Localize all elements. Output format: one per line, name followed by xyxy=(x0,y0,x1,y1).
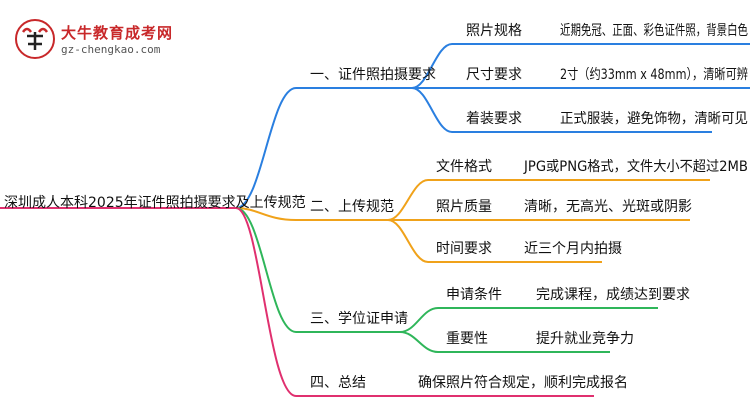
leaf-1-2-detail: 2寸（约33mm x 48mm），清晰可辨 xyxy=(560,67,748,83)
leaf-2-2-detail: 清晰，无高光、光斑或阴影 xyxy=(524,199,692,215)
leaf-2-2-label: 照片质量 xyxy=(436,199,492,215)
leaf-connector-1-3 xyxy=(411,87,520,133)
leaf-3-2-label: 重要性 xyxy=(446,331,488,347)
leaf-connector-3-2 xyxy=(399,331,524,353)
leaf-1-1-detail: 近期免冠、正面、彩色证件照，背景白色 xyxy=(560,23,748,39)
leaf-1-1-label: 照片规格 xyxy=(466,23,522,39)
branch-2-label: 二、上传规范 xyxy=(310,199,394,215)
leaf-2-1-detail: JPG或PNG格式，文件大小不超过2MB xyxy=(524,159,748,175)
leaf-connector-1-1 xyxy=(411,43,520,89)
leaf-2-3-detail: 近三个月内拍摄 xyxy=(524,241,622,257)
mindmap-root: 深圳成人本科2025年证件照拍摄要求及上传规范 xyxy=(4,195,306,211)
logo-title: 大牛教育成考网 xyxy=(61,24,174,42)
branch-4-detail: 确保照片符合规定，顺利完成报名 xyxy=(418,375,628,391)
leaf-2-1-label: 文件格式 xyxy=(436,159,492,175)
branch-connector-2 xyxy=(235,207,388,221)
leaf-3-1-label: 申请条件 xyxy=(446,287,502,303)
leaf-1-3-detail: 正式服装，避免饰物，清晰可见 xyxy=(560,111,748,127)
bull-logo-icon xyxy=(15,19,55,59)
branch-1-label: 一、证件照拍摄要求 xyxy=(310,67,436,83)
branch-3-label: 三、学位证申请 xyxy=(310,311,408,327)
logo-url: gz-chengkao.com xyxy=(61,43,161,56)
leaf-3-2-detail: 提升就业竞争力 xyxy=(536,331,634,347)
leaf-2-3-label: 时间要求 xyxy=(436,241,492,257)
leaf-connector-2-3 xyxy=(387,219,506,263)
leaf-3-1-detail: 完成课程，成绩达到要求 xyxy=(536,287,690,303)
branch-connector-4 xyxy=(235,207,594,397)
leaf-1-3-label: 着装要求 xyxy=(466,111,522,127)
branch-connector-3 xyxy=(235,207,400,333)
branch-4-label: 四、总结 xyxy=(310,375,366,391)
site-logo[interactable]: 大牛教育成考网 gz-chengkao.com xyxy=(6,10,206,60)
branch-connector-1 xyxy=(235,87,412,209)
leaf-connector-2-1 xyxy=(387,179,506,221)
leaf-connector-3-1 xyxy=(399,307,524,333)
leaf-1-2-label: 尺寸要求 xyxy=(466,67,522,83)
